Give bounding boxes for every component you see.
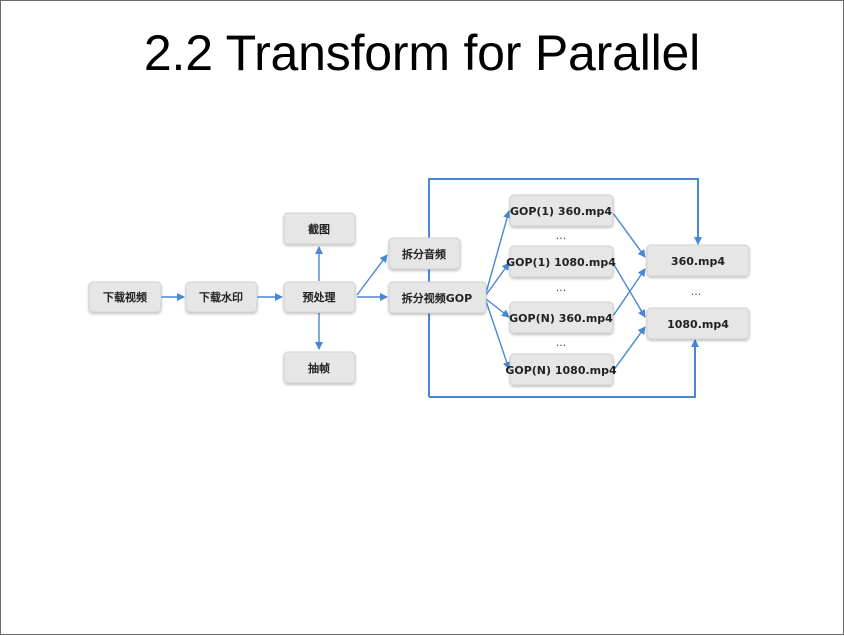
arrow-split-gop-to-gopn-1080 (485, 300, 511, 370)
arrow-split-gop-to-gop1-1080 (485, 262, 510, 296)
node-extract-frames: 抽帧 (283, 351, 356, 384)
slide-title: 2.2 Transform for Parallel (143, 25, 701, 81)
arrow-gopn-1080-to-out-1080 (612, 326, 646, 372)
node-extract-frames-label: 抽帧 (308, 361, 330, 375)
node-gopn-360: GOP(N) 360.mp4 (509, 301, 614, 334)
arrow-split-gop-to-gop1-360 (485, 210, 511, 294)
arrow-preprocess-to-split-audio (356, 254, 388, 296)
node-gop1-360-label: GOP(1) 360.mp4 (510, 205, 612, 218)
node-download-watermark: 下载水印 (185, 281, 258, 313)
output-ellipsis: ... (691, 285, 702, 298)
node-preprocess-label: 预处理 (303, 290, 336, 304)
node-screenshot-label: 截图 (308, 222, 330, 236)
node-gopn-360-label: GOP(N) 360.mp4 (509, 312, 613, 325)
node-output-360-label: 360.mp4 (671, 255, 725, 268)
node-download-video: 下载视频 (88, 281, 162, 313)
node-split-audio: 拆分音频 (388, 237, 461, 270)
gop-ellipsis-b: ... (556, 281, 567, 294)
node-output-360: 360.mp4 (646, 244, 750, 277)
gop-ellipsis-a: ... (556, 229, 567, 242)
arrow-gopn-360-to-out-360 (612, 268, 646, 317)
arrow-gop1-360-to-out-360 (612, 212, 646, 258)
node-gopn-1080-label: GOP(N) 1080.mp4 (505, 364, 617, 377)
node-output-1080-label: 1080.mp4 (667, 318, 729, 331)
node-gop1-360: GOP(1) 360.mp4 (509, 194, 614, 227)
node-gop1-1080-label: GOP(1) 1080.mp4 (506, 256, 616, 269)
arrow-gop1-1080-to-out-1080 (612, 262, 646, 318)
node-gopn-1080: GOP(N) 1080.mp4 (505, 353, 617, 386)
node-gop1-1080: GOP(1) 1080.mp4 (506, 245, 616, 278)
arrow-split-gop-to-gopn-360 (485, 298, 510, 318)
node-split-audio-label: 拆分音频 (402, 247, 446, 261)
gop-ellipsis-c: ... (556, 336, 567, 349)
node-download-watermark-label: 下载水印 (199, 290, 243, 304)
node-screenshot: 截图 (283, 212, 356, 245)
node-output-1080: 1080.mp4 (646, 307, 750, 340)
node-split-video-gop-label: 拆分视频GOP (402, 291, 472, 305)
node-split-video-gop: 拆分视频GOP (388, 281, 487, 314)
node-download-video-label: 下载视频 (103, 290, 147, 304)
parallel-frame-bottom-line (429, 339, 699, 398)
node-preprocess: 预处理 (283, 281, 356, 313)
